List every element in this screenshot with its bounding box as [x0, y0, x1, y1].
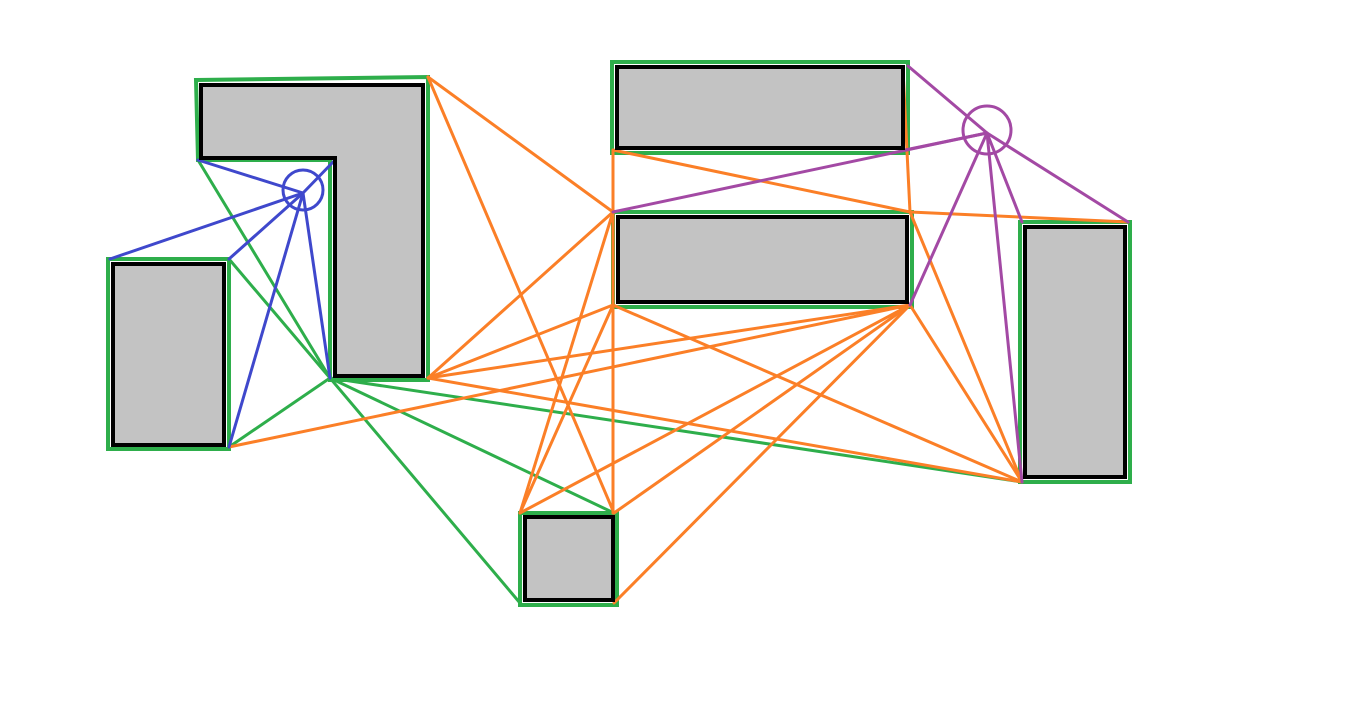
green-edge [227, 376, 332, 449]
orange-edge [426, 210, 615, 380]
green-edge [328, 376, 616, 515]
green-edge [196, 158, 332, 380]
obstacle-middle-bar [616, 215, 909, 304]
cspace-left-block [106, 257, 231, 451]
orange-edge [518, 303, 912, 515]
goal-node-circle [961, 104, 1013, 156]
obstacle-bottom-square [523, 515, 615, 602]
orange-edge [518, 303, 615, 515]
goal-edge [611, 131, 989, 214]
orange-edge [426, 303, 615, 380]
orange-edge [611, 303, 1024, 484]
goal-edges [611, 64, 1130, 484]
cspace-bottom-square [518, 511, 619, 607]
goal-edge [908, 131, 989, 307]
obstacle-top-bar [615, 65, 905, 150]
start-edge [196, 158, 305, 195]
obstacle-left-block [111, 262, 226, 447]
start-node-circle [281, 168, 325, 212]
obstacle-l-shape [199, 83, 425, 378]
goal-edge [985, 131, 1024, 484]
orange-edge [908, 210, 1024, 484]
obstacle-right-block [1023, 225, 1127, 479]
cspace-right-block [1018, 220, 1132, 484]
green-edge [328, 376, 522, 605]
start-edge [227, 191, 305, 449]
orange-edge [426, 75, 615, 214]
start-edge [108, 191, 305, 261]
orange-edge [518, 210, 615, 515]
orange-edge [612, 303, 912, 515]
obstacles [111, 65, 1127, 602]
orange-edge [426, 376, 1024, 484]
orange-edge [612, 303, 912, 605]
cspace-top-bar [610, 60, 910, 155]
start-edge [301, 191, 332, 380]
green-edge [227, 257, 332, 380]
goal-edge [906, 64, 989, 135]
orange-edges [227, 68, 1130, 605]
goal-edge [985, 131, 1130, 224]
orange-edge [908, 303, 1024, 484]
orange-edge [227, 303, 912, 449]
orange-edge [426, 303, 912, 380]
goal-edge [985, 131, 1024, 224]
